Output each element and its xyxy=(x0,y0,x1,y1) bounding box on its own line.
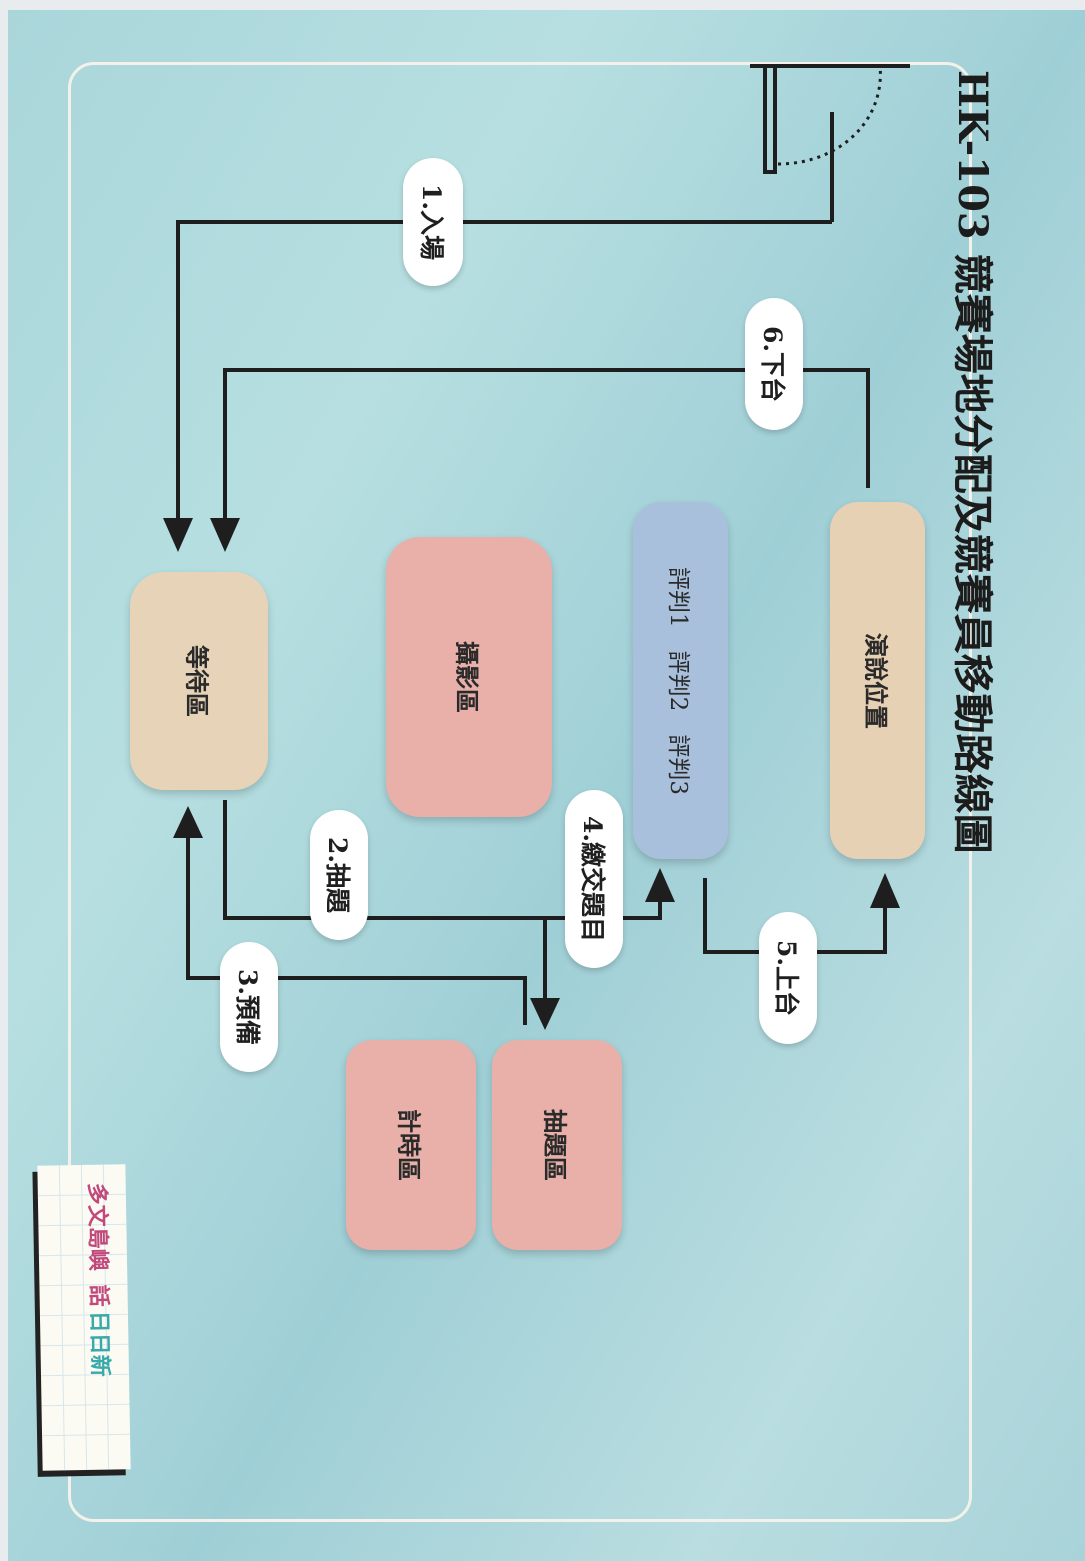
step-4-label: 4.繳交題目 xyxy=(565,790,623,968)
arrow-submit-topic xyxy=(645,868,675,902)
logo-badge: 多文島嶼 話 日日新 xyxy=(37,1164,131,1471)
arrow-prepare xyxy=(173,806,203,838)
step-2-label: 2.抽題 xyxy=(310,810,368,940)
route-draw-topic xyxy=(223,800,547,1000)
draw-area-label: 抽題區 xyxy=(540,1109,570,1181)
route-step-down xyxy=(223,368,870,520)
door-leaf xyxy=(763,66,777,174)
waiting-area-label: 等待區 xyxy=(182,645,212,717)
arrow-enter xyxy=(163,518,193,552)
speech-position-label: 演說位置 xyxy=(861,632,890,729)
judges-label: 評判1 評判2 評判3 xyxy=(664,566,691,795)
photo-area: 攝影區 xyxy=(386,537,552,817)
svg-text:多文島嶼: 多文島嶼 xyxy=(84,1183,112,1271)
arrow-draw-topic xyxy=(530,998,560,1030)
arrow-step-up xyxy=(870,873,900,908)
photo-area-label: 攝影區 xyxy=(452,641,482,713)
svg-text:話: 話 xyxy=(85,1285,111,1307)
judges-area: 評判1 評判2 評判3 xyxy=(633,502,728,859)
route-prepare xyxy=(186,838,527,1025)
step-5-label: 5.上台 xyxy=(759,912,817,1044)
svg-text:日日新: 日日新 xyxy=(86,1311,113,1377)
left-border xyxy=(0,0,8,1561)
step-6-label: 6.下台 xyxy=(745,298,803,430)
logo-artwork: 多文島嶼 話 日日新 xyxy=(37,1164,131,1471)
frame-border xyxy=(68,62,972,1522)
step-3-label: 3.預備 xyxy=(220,942,278,1072)
waiting-area: 等待區 xyxy=(130,572,268,790)
timer-area: 計時區 xyxy=(346,1040,476,1250)
top-border xyxy=(0,0,1085,10)
arrow-step-down xyxy=(210,518,240,552)
timer-area-label: 計時區 xyxy=(394,1109,424,1181)
speech-position: 演說位置 xyxy=(830,502,925,859)
draw-area: 抽題區 xyxy=(492,1040,622,1250)
door-swing xyxy=(777,65,882,166)
route-enter xyxy=(176,220,832,520)
step-1-label: 1.入場 xyxy=(403,158,463,286)
